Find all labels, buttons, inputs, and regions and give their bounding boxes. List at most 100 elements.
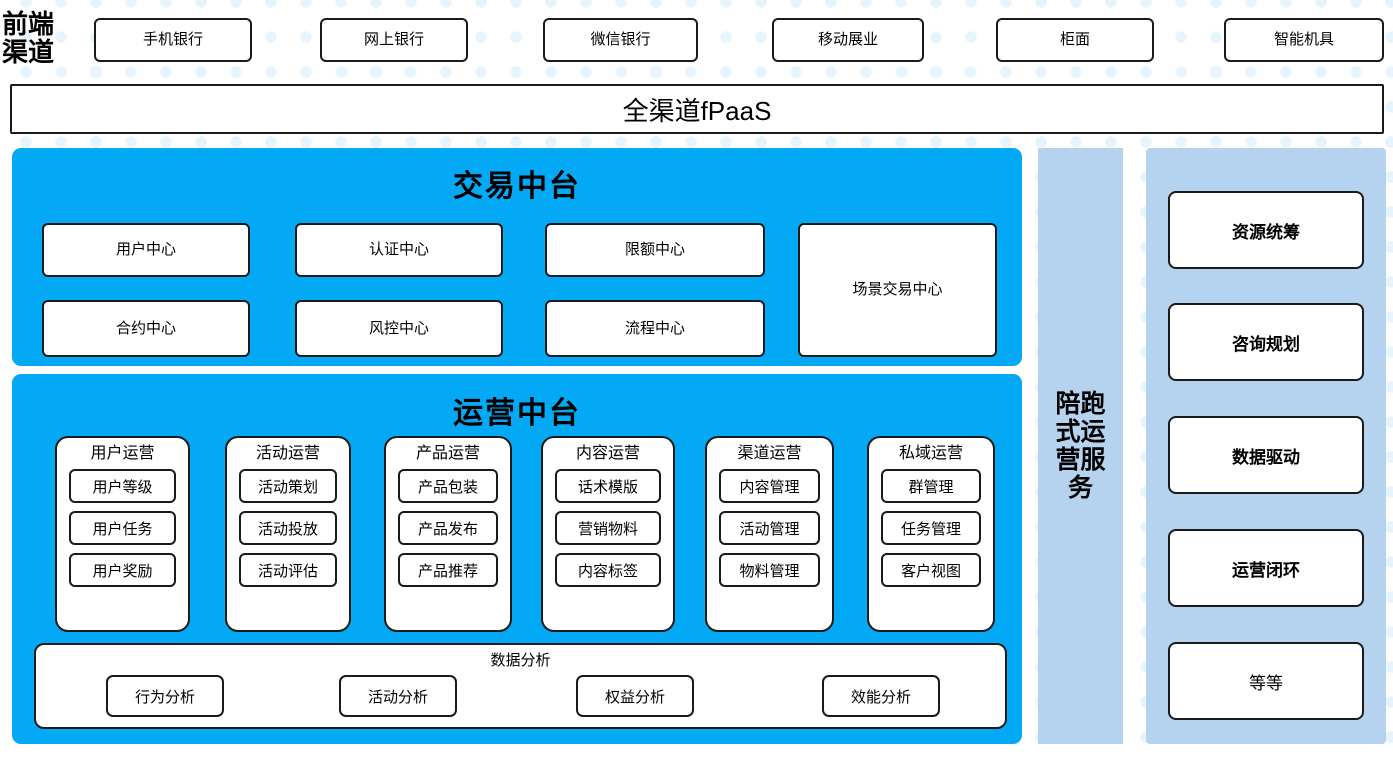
capability-item-label: 运营闭环	[1232, 560, 1300, 580]
ops-item-2-1[interactable]: 活动策划	[239, 469, 337, 504]
ops-item-5-3[interactable]: 物料管理	[719, 553, 820, 588]
trade-center-box-2[interactable]: 认证中心	[295, 223, 503, 277]
front-end-channel-label-line1: 前端	[2, 8, 55, 39]
channel-box-label: 柜面	[1059, 31, 1090, 49]
capability-item-label: 数据驱动	[1232, 447, 1300, 467]
trade-center-box-label: 限额中心	[624, 241, 685, 259]
ops-item-3-3[interactable]: 产品推荐	[398, 553, 498, 588]
ops-item-label: 营销物料	[577, 520, 638, 538]
ops-item-3-1[interactable]: 产品包装	[398, 469, 498, 504]
ops-item-label: 内容管理	[739, 478, 800, 496]
ops-item-5-1[interactable]: 内容管理	[719, 469, 820, 504]
ops-item-label: 客户视图	[900, 562, 961, 580]
trade-center-box-3[interactable]: 限额中心	[545, 223, 765, 277]
channel-box-1[interactable]: 手机银行	[94, 18, 252, 62]
service-capability-panel: 资源统筹咨询规划数据驱动运营闭环等等	[1146, 148, 1386, 744]
trade-middle-platform-title: 交易中台	[453, 170, 581, 203]
analysis-item-2[interactable]: 活动分析	[339, 675, 457, 717]
trade-center-box-label: 用户中心	[115, 241, 176, 259]
ops-item-2-3[interactable]: 活动评估	[239, 553, 337, 588]
capability-item-3[interactable]: 数据驱动	[1168, 416, 1364, 494]
front-end-channel-label-line2: 渠道	[2, 37, 55, 67]
trade-center-box-7[interactable]: 流程中心	[545, 300, 765, 357]
ops-item-label: 活动策划	[257, 478, 318, 496]
ops-item-label: 用户等级	[92, 478, 153, 496]
channel-box-6[interactable]: 智能机具	[1224, 18, 1384, 62]
operations-middle-platform-title: 运营中台	[453, 397, 581, 430]
ops-item-3-2[interactable]: 产品发布	[398, 511, 498, 546]
omnichannel-fpaas-bar[interactable]: 全渠道fPaaS	[10, 84, 1384, 134]
capability-item-2[interactable]: 咨询规划	[1168, 303, 1364, 381]
accompanying-operation-service-strip[interactable]: 陪跑式运营服务	[1038, 148, 1123, 744]
capability-item-1[interactable]: 资源统筹	[1168, 191, 1364, 269]
trade-center-box-label: 流程中心	[624, 319, 685, 337]
ops-item-4-3[interactable]: 内容标签	[555, 553, 661, 588]
trade-center-box-5[interactable]: 合约中心	[42, 300, 250, 357]
ops-item-6-1[interactable]: 群管理	[881, 469, 981, 504]
channel-box-3[interactable]: 微信银行	[543, 18, 698, 62]
ops-column-title: 活动运营	[255, 445, 320, 462]
capability-item-label: 等等	[1249, 673, 1283, 693]
ops-item-6-2[interactable]: 任务管理	[881, 511, 981, 546]
ops-column-2: 活动运营活动策划活动投放活动评估	[225, 436, 351, 632]
ops-item-label: 话术模版	[577, 478, 638, 496]
channel-box-5[interactable]: 柜面	[996, 18, 1154, 62]
trade-center-box-1[interactable]: 用户中心	[42, 223, 250, 277]
ops-item-1-1[interactable]: 用户等级	[69, 469, 176, 504]
ops-item-label: 活动评估	[257, 562, 318, 580]
trade-middle-platform-panel: 交易中台 用户中心 认证中心 限额中心场景交易中心合约中心 风控中心 流程中心	[12, 148, 1022, 366]
ops-item-1-3[interactable]: 用户奖励	[69, 553, 176, 588]
channel-box-label: 智能机具	[1273, 31, 1334, 49]
analysis-item-label: 活动分析	[367, 688, 428, 706]
capability-item-label: 资源统筹	[1232, 222, 1300, 242]
ops-item-label: 用户任务	[92, 520, 153, 538]
channel-box-label: 移动展业	[817, 31, 878, 49]
ops-column-6: 私域运营群管理任务管理客户视图	[867, 436, 995, 632]
ops-item-6-3[interactable]: 客户视图	[881, 553, 981, 588]
trade-center-box-label: 合约中心	[115, 319, 176, 337]
trade-center-box-label: 认证中心	[368, 241, 429, 259]
ops-item-label: 任务管理	[900, 520, 961, 538]
analysis-item-4[interactable]: 效能分析	[822, 675, 940, 717]
trade-center-box-6[interactable]: 风控中心	[295, 300, 503, 357]
ops-item-label: 内容标签	[577, 562, 638, 580]
ops-item-2-2[interactable]: 活动投放	[239, 511, 337, 546]
accompanying-operation-service-label: 陪跑式运营服务	[1055, 390, 1106, 502]
data-analysis-box: 数据分析 行为分析 活动分析 权益分析 效能分析	[34, 643, 1007, 729]
front-end-channel-label: 前端 渠道	[2, 2, 80, 74]
analysis-item-label: 效能分析	[850, 688, 911, 706]
channel-box-label: 手机银行	[142, 31, 203, 49]
capability-item-5[interactable]: 等等	[1168, 642, 1364, 720]
data-analysis-title: 数据分析	[490, 652, 551, 669]
ops-item-4-2[interactable]: 营销物料	[555, 511, 661, 546]
trade-center-box-label: 风控中心	[368, 319, 429, 337]
ops-column-3: 产品运营产品包装产品发布产品推荐	[384, 436, 512, 632]
ops-item-label: 产品发布	[417, 520, 478, 538]
channel-box-2[interactable]: 网上银行	[320, 18, 468, 62]
ops-column-1: 用户运营用户等级用户任务用户奖励	[55, 436, 190, 632]
ops-column-title: 内容运营	[575, 445, 640, 462]
channel-box-4[interactable]: 移动展业	[772, 18, 924, 62]
ops-item-label: 活动投放	[257, 520, 318, 538]
ops-item-1-2[interactable]: 用户任务	[69, 511, 176, 546]
ops-item-5-2[interactable]: 活动管理	[719, 511, 820, 546]
trade-center-box-4[interactable]: 场景交易中心	[798, 223, 997, 357]
trade-center-box-label: 场景交易中心	[852, 281, 943, 299]
analysis-item-label: 行为分析	[134, 688, 195, 706]
channel-box-label: 网上银行	[363, 31, 424, 49]
ops-item-4-1[interactable]: 话术模版	[555, 469, 661, 504]
ops-column-title: 产品运营	[415, 445, 480, 462]
ops-item-label: 产品推荐	[417, 562, 478, 580]
ops-column-title: 用户运营	[90, 445, 155, 462]
ops-column-title: 渠道运营	[737, 445, 802, 462]
ops-item-label: 活动管理	[739, 520, 800, 538]
ops-column-5: 渠道运营内容管理活动管理物料管理	[705, 436, 834, 632]
ops-column-title: 私域运营	[898, 445, 963, 462]
analysis-item-3[interactable]: 权益分析	[576, 675, 694, 717]
ops-column-4: 内容运营话术模版营销物料内容标签	[541, 436, 675, 632]
capability-item-4[interactable]: 运营闭环	[1168, 529, 1364, 607]
analysis-item-label: 权益分析	[604, 688, 665, 706]
ops-item-label: 群管理	[908, 478, 954, 496]
analysis-item-1[interactable]: 行为分析	[106, 675, 224, 717]
